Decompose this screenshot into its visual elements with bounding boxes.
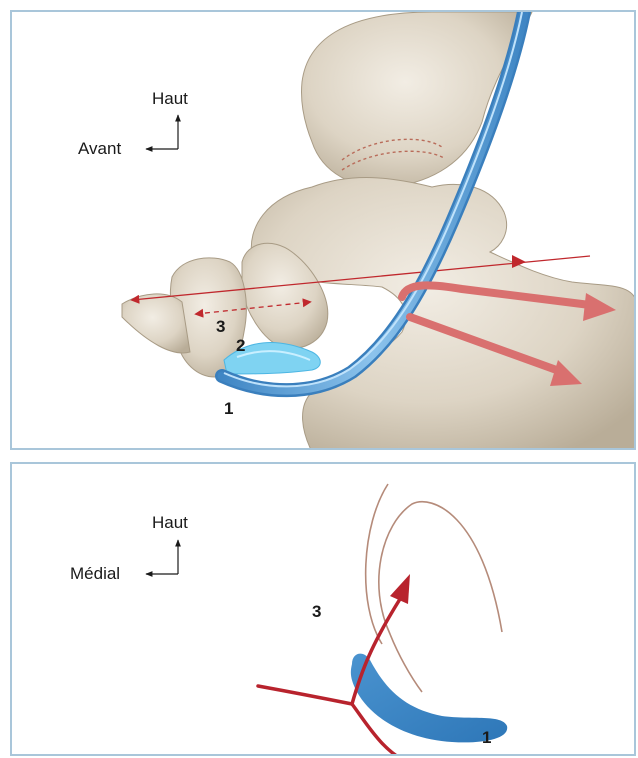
callout-1: 1 xyxy=(224,400,233,417)
schematic-illustration xyxy=(12,464,636,756)
callout-1: 1 xyxy=(482,729,491,746)
callout-2: 2 xyxy=(236,337,245,354)
orientation-side-label: Avant xyxy=(78,140,121,157)
red-arrowhead-up xyxy=(390,574,410,604)
orientation-side-label: Médial xyxy=(70,565,120,582)
lateral-view-panel: Haut Avant 1 2 3 xyxy=(10,10,636,450)
metatarsal-bone xyxy=(122,294,190,353)
red-branch-incoming xyxy=(258,686,352,704)
callout-3: 3 xyxy=(312,603,321,620)
medial-view-panel: Haut Médial 3 1 xyxy=(10,462,636,756)
orientation-up-label: Haut xyxy=(152,90,188,107)
foot-bones-illustration xyxy=(12,12,636,450)
callout-3: 3 xyxy=(216,318,225,335)
orientation-up-label: Haut xyxy=(152,514,188,531)
